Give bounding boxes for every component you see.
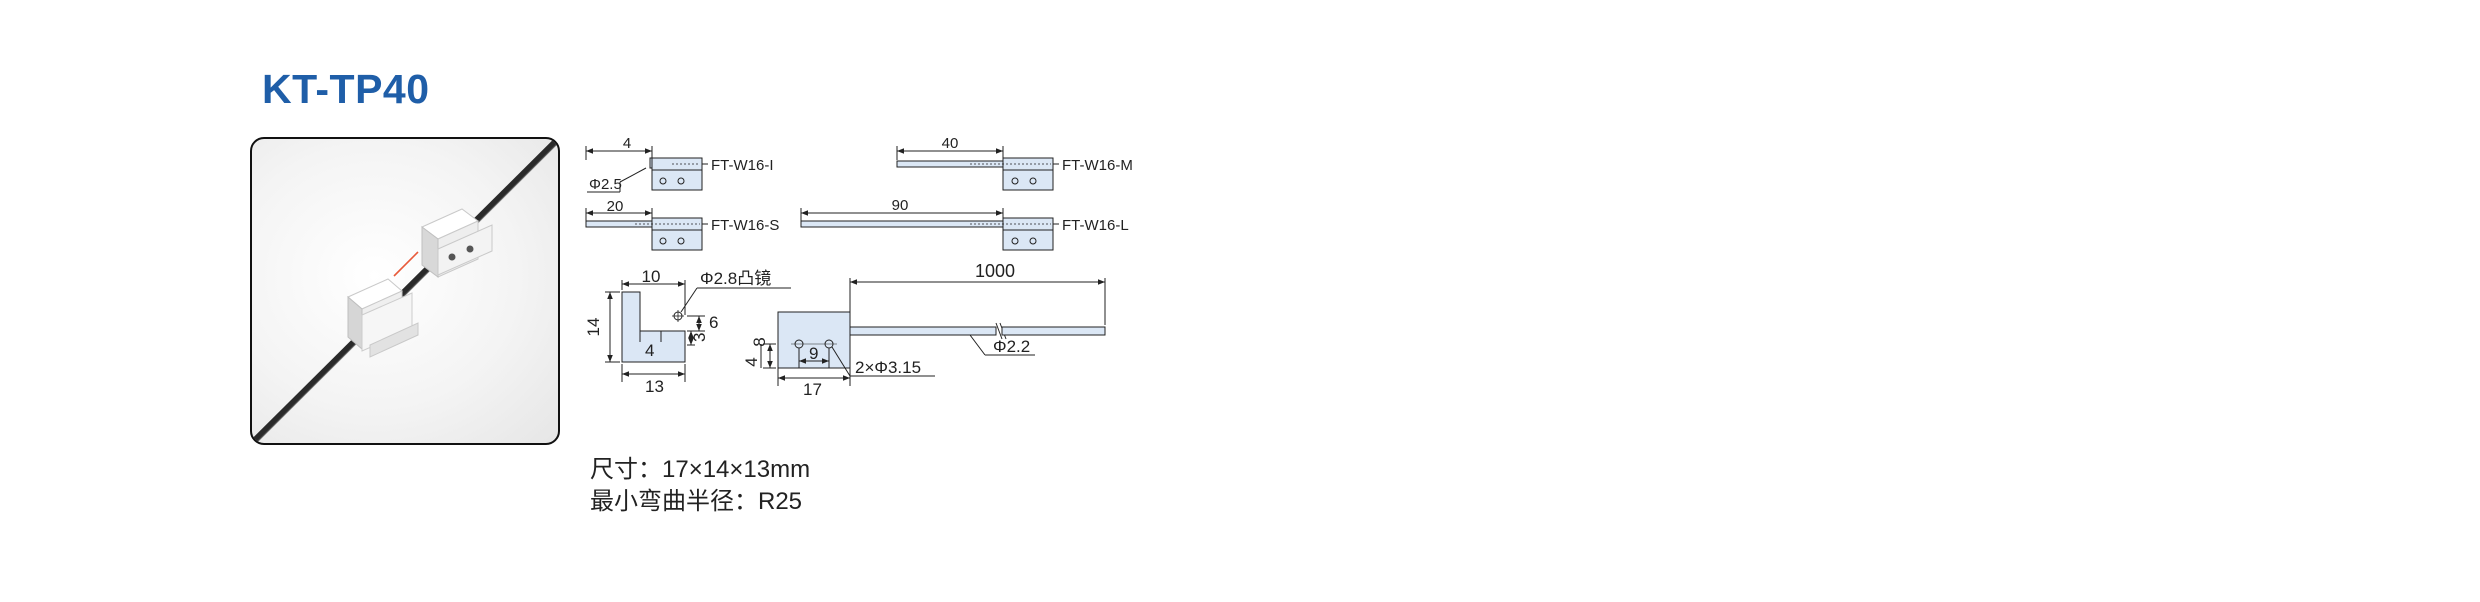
dim-w-bottom: 13: [645, 377, 664, 396]
spec-size-label: 尺寸：: [590, 456, 662, 483]
dim-label: 4: [623, 135, 631, 152]
dim-d6: 6: [709, 313, 718, 332]
cable-dia-label: Φ2.2: [993, 337, 1030, 356]
product-photo: [250, 137, 560, 445]
light-beam: [393, 251, 419, 277]
fiber-cable: [252, 139, 558, 443]
variant-name: FT-W16-I: [711, 157, 774, 174]
model-title: KT-TP40: [262, 66, 430, 112]
dim-w-top: 10: [642, 267, 661, 286]
holes-label: 2×Φ3.15: [855, 358, 921, 377]
dim-label: 20: [607, 198, 624, 215]
spec-radius-value: R25: [758, 488, 803, 515]
variant-ft-w16-l-drawing: 90 FT-W16-L: [800, 197, 1129, 251]
dia-label: Φ2.5: [589, 176, 622, 193]
dim-front-w: 17: [803, 380, 822, 399]
dim-h: 14: [584, 318, 603, 337]
front-view-drawing: 1000 Φ2.2 8 4 9 17 2×Φ3.15: [742, 261, 1106, 399]
spec-bend-radius: 最小弯曲半径：R25: [590, 481, 802, 516]
dim-d4: 4: [645, 341, 654, 360]
spec-size-value: 17×14×13mm: [662, 456, 811, 483]
dim-label: 90: [892, 197, 909, 214]
sensor-head-upper: [421, 208, 493, 278]
sensor-head-lower: [347, 278, 419, 358]
variant-ft-w16-m-drawing: 40 FT-W16-M: [896, 135, 1133, 191]
dim-label: 40: [942, 135, 959, 152]
variant-name: FT-W16-S: [711, 217, 779, 234]
spec-size: 尺寸：17×14×13mm: [590, 449, 810, 484]
dim-cable-len: 1000: [975, 261, 1015, 281]
dim-front-d4: 4: [742, 357, 761, 366]
dim-front-h: 8: [750, 337, 769, 346]
spec-radius-label: 最小弯曲半径：: [590, 488, 758, 515]
variant-ft-w16-i-drawing: 4 FT-W16-I Φ2.5: [585, 135, 774, 193]
variant-name: FT-W16-L: [1062, 217, 1129, 234]
dim-hole-pitch: 9: [809, 344, 818, 363]
lens-label: Φ2.8凸镜: [700, 269, 771, 288]
variant-ft-w16-s-drawing: 20 FT-W16-S: [585, 198, 779, 251]
product-photo-illustration: [252, 139, 558, 443]
side-view-drawing: 10 Φ2.8凸镜 14 6 3 4 13: [584, 267, 791, 396]
technical-drawings: 4 FT-W16-I Φ2.5 40 FT-W16-M 20: [584, 135, 1133, 399]
dim-d3: 3: [690, 333, 709, 342]
variant-name: FT-W16-M: [1062, 157, 1133, 174]
